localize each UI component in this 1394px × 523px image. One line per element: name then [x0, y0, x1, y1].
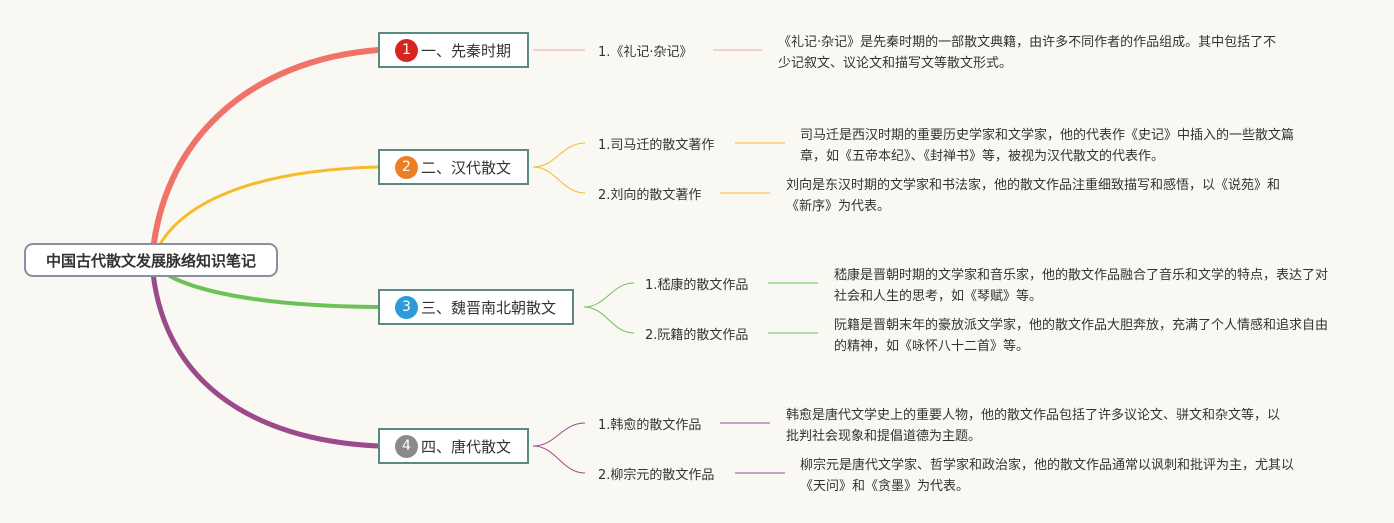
branch-connector-2 [150, 165, 380, 264]
branch-topic-tang[interactable]: 4 四、唐代散文 [378, 428, 530, 464]
sub-connector-2-2 [532, 166, 586, 194]
number-badge-icon: 4 [395, 434, 418, 458]
subtopic-ji-kang[interactable]: 1.嵇康的散文作品 [645, 278, 749, 293]
sub-connector-3-2 [583, 306, 635, 334]
note-han-yu[interactable]: 韩愈是唐代文学史上的重要人物，他的散文作品包括了许多议论文、骈文和杂文等，以批判… [786, 408, 1281, 444]
number-badge-icon: 3 [395, 295, 418, 319]
subtopic-sima-qian[interactable]: 1.司马迁的散文著作 [598, 138, 715, 153]
branch-connector-1 [149, 47, 381, 265]
subtopic-liu-zongyuan[interactable]: 2.柳宗元的散文作品 [598, 468, 715, 483]
note-liu-zongyuan[interactable]: 柳宗元是唐代文学家、哲学家和政治家，他的散文作品通常以讽刺和批评为主，尤其以《天… [800, 458, 1295, 494]
branch-connector-4 [149, 259, 381, 449]
sub-connector-2-1 [532, 142, 586, 168]
root-topic[interactable]: 中国古代散文发展脉络知识笔记 [24, 243, 278, 277]
sub-connector-4-1 [532, 422, 586, 447]
subtopic-han-yu[interactable]: 1.韩愈的散文作品 [598, 418, 702, 433]
branch-label: 一、先秦时期 [421, 41, 512, 60]
sub-connector-4-2 [532, 445, 586, 474]
branch-label: 四、唐代散文 [421, 437, 512, 456]
number-badge-icon: 2 [395, 155, 418, 179]
branch-label: 二、汉代散文 [421, 158, 512, 177]
branch-label: 三、魏晋南北朝散文 [421, 298, 557, 317]
note-ruan-ji[interactable]: 阮籍是晋朝末年的豪放派文学家，他的散文作品大胆奔放，充满了个人情感和追求自由的精… [834, 318, 1329, 354]
note-sima-qian[interactable]: 司马迁是西汉时期的重要历史学家和文学家，他的代表作《史记》中插入的一些散文篇章，… [800, 128, 1295, 164]
branch-topic-han[interactable]: 2 二、汉代散文 [378, 149, 530, 185]
branch-topic-pre-qin[interactable]: 1 一、先秦时期 [378, 32, 530, 68]
note-ji-kang[interactable]: 嵇康是晋朝时期的文学家和音乐家，他的散文作品融合了音乐和文学的特点，表达了对社会… [834, 268, 1329, 304]
note-liji-zaji[interactable]: 《礼记·杂记》是先秦时期的一部散文典籍，由许多不同作者的作品组成。其中包括了不少… [778, 35, 1277, 71]
subtopic-liu-xiang[interactable]: 2.刘向的散文著作 [598, 188, 702, 203]
branch-topic-wei-jin[interactable]: 3 三、魏晋南北朝散文 [378, 289, 575, 325]
subtopic-liji-zaji[interactable]: 1.《礼记·杂记》 [598, 45, 693, 60]
sub-connector-3-1 [583, 282, 635, 308]
subtopic-ruan-ji[interactable]: 2.阮籍的散文作品 [645, 328, 749, 343]
number-badge-icon: 1 [395, 38, 418, 62]
note-liu-xiang[interactable]: 刘向是东汉时期的文学家和书法家，他的散文作品注重细致描写和感悟，以《说苑》和《新… [786, 178, 1281, 214]
